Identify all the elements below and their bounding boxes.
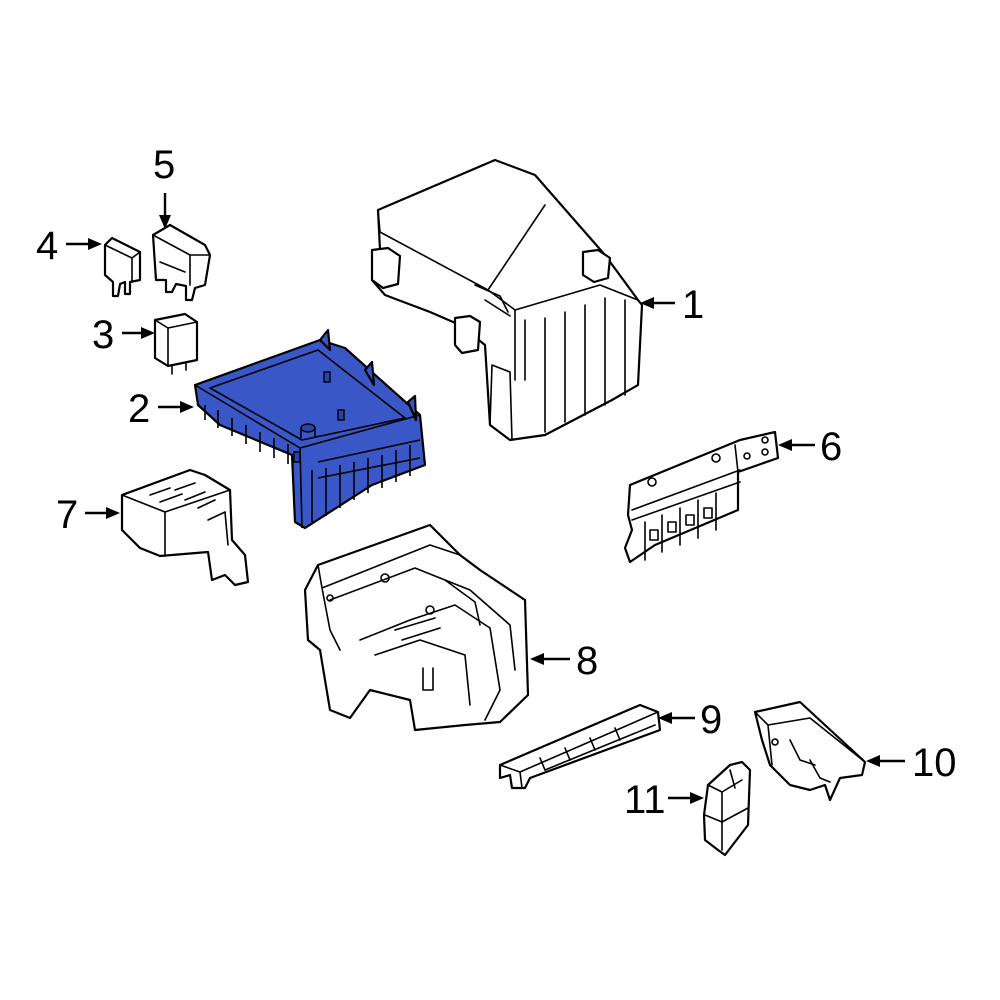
callout-2: 2 [128,387,150,431]
callout-4: 4 [36,224,58,268]
callout-6: 6 [820,425,842,469]
callout-10: 10 [912,741,957,785]
part-11-connector[interactable] [702,760,752,857]
part-4-fuse[interactable] [103,236,142,298]
part-3-relay[interactable] [153,312,199,375]
part-8-housing[interactable] [303,523,530,732]
leader-lines [66,193,905,804]
callout-7: 7 [56,493,78,537]
callout-9: 9 [700,698,722,742]
callout-1: 1 [682,283,704,327]
callout-5: 5 [153,143,175,187]
callout-labels: 1 2 3 4 5 6 7 8 9 10 11 [36,143,957,822]
part-2-fuse-box[interactable] [193,328,427,530]
callout-11: 11 [624,778,666,822]
part-1-cover[interactable] [370,158,644,442]
callout-3: 3 [92,313,114,357]
part-10-clip[interactable] [753,700,867,802]
part-5-fuse[interactable] [151,223,212,302]
callout-8: 8 [576,639,598,683]
part-6-bracket[interactable] [623,430,780,564]
part-9-rail[interactable] [498,703,662,790]
part-7-cap[interactable] [120,468,250,587]
